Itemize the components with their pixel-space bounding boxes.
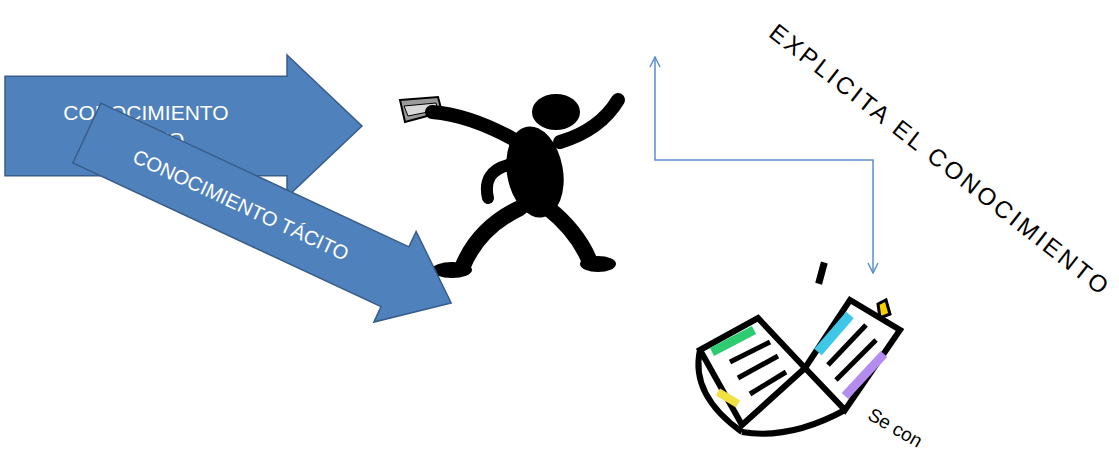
- diagonal-note: EXPLICITA EL CONOCIMIENTO: [764, 18, 1116, 302]
- book-clipart: [698, 262, 900, 434]
- arrow-fill: [66, 88, 473, 349]
- person-clipart: [400, 94, 618, 278]
- diagonal-note: Se con: [864, 404, 926, 453]
